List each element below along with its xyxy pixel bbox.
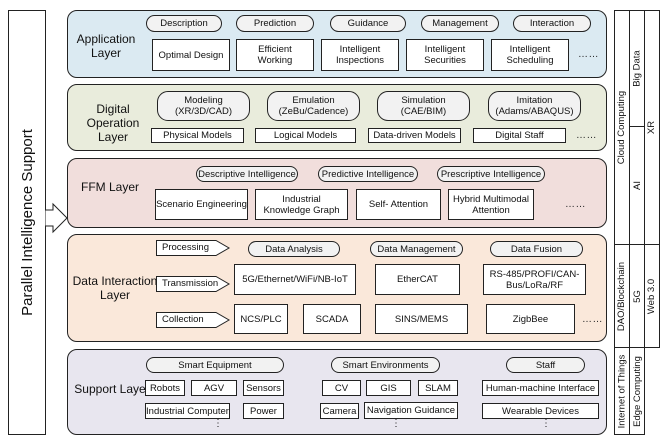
digital-operation-layer-title: Digital Operation Layer bbox=[86, 102, 140, 144]
pill-descriptive-intelligence: Descriptive Intelligence bbox=[196, 166, 298, 182]
box-scada: SCADA bbox=[303, 304, 361, 334]
right-col2-top: Big Data bbox=[629, 10, 645, 127]
box-ethercat: EtherCAT bbox=[375, 264, 460, 295]
support-group3-vdots: ⋮ bbox=[541, 418, 551, 429]
pill-management: Management bbox=[421, 15, 499, 32]
arrow-tag-icon bbox=[156, 276, 230, 292]
support-layer-title: Support Layer bbox=[74, 382, 150, 396]
box-cv: CV bbox=[322, 380, 361, 396]
pill-emulation: Emulation(ZeBu/Cadence) bbox=[267, 91, 360, 121]
support-group2-vdots: ⋮ bbox=[391, 418, 401, 429]
box-wearable-devices: Wearable Devices bbox=[482, 403, 599, 419]
5g-label: 5G bbox=[631, 289, 643, 303]
box-power: Power bbox=[243, 403, 284, 419]
box-human-machine-interface: Human-machine Interface bbox=[482, 380, 599, 396]
right-col2-upper-mid: AI bbox=[629, 126, 645, 245]
ffm-layer-title: FFM Layer bbox=[80, 180, 139, 194]
pill-predictive-intelligence: Predictive Intelligence bbox=[318, 166, 418, 182]
right-col2-bot: Edge Computing bbox=[629, 347, 645, 435]
box-industrial-computer: Industrial Computer bbox=[145, 403, 230, 419]
pill-simulation: Simulation(CAE/BIM) bbox=[377, 91, 470, 121]
box-rs485: RS-485/PROFI/CAN-Bus/LoRa/RF bbox=[483, 264, 586, 295]
box-slam: SLAM bbox=[418, 380, 458, 396]
pill-imitation: Imitation(Adams/ABAQUS) bbox=[488, 91, 581, 121]
pill-data-management: Data Management bbox=[370, 241, 463, 257]
ai-label: AI bbox=[631, 181, 643, 190]
box-gis: GIS bbox=[366, 380, 411, 396]
box-digital-staff: Digital Staff bbox=[473, 128, 566, 143]
right-col1-bot: Internet of Things bbox=[614, 347, 630, 435]
support-arrow-icon bbox=[45, 202, 68, 234]
data-interaction-ellipsis: …… bbox=[582, 314, 603, 325]
big-data-label: Big Data bbox=[631, 50, 643, 87]
stage-transmission: Transmission bbox=[156, 276, 230, 292]
pill-staff: Staff bbox=[506, 357, 585, 373]
box-zigbbee: ZigbBee bbox=[486, 304, 575, 334]
pill-prediction: Prediction bbox=[236, 15, 314, 32]
pill-data-fusion: Data Fusion bbox=[490, 241, 583, 257]
pill-modeling: Modeling(XR/3D/CAD) bbox=[157, 91, 250, 121]
xr-label: XR bbox=[646, 120, 658, 135]
stage-collection: Collection bbox=[156, 312, 230, 328]
pill-guidance: Guidance bbox=[330, 15, 406, 32]
pill-smart-environments: Smart Environments bbox=[331, 357, 440, 373]
box-scenario-engineering: Scenario Engineering bbox=[155, 189, 248, 220]
right-col1-top: Cloud Computing bbox=[614, 10, 630, 245]
pill-prescriptive-intelligence: Prescriptive Intelligence bbox=[437, 166, 545, 182]
right-col2-mid: 5G bbox=[629, 244, 645, 348]
dao-blockchain-label: DAO/Blockchain bbox=[616, 261, 628, 331]
box-5g-ethernet: 5G/Ethernet/WiFi/NB-IoT bbox=[234, 264, 356, 295]
edge-computing-label: Edge Computing bbox=[631, 355, 643, 427]
application-layer-title: Application Layer bbox=[76, 32, 136, 60]
right-col3-top: XR bbox=[644, 10, 660, 245]
box-agv: AGV bbox=[191, 380, 237, 396]
right-col1-mid: DAO/Blockchain bbox=[614, 244, 630, 348]
digital-ellipsis: …… bbox=[576, 130, 597, 141]
internet-of-things-label: Internet of Things bbox=[616, 354, 628, 428]
ffm-ellipsis: …… bbox=[565, 199, 586, 210]
box-physical-models: Physical Models bbox=[151, 128, 244, 143]
box-sensors: Sensors bbox=[243, 380, 284, 396]
pill-smart-equipment: Smart Equipment bbox=[146, 357, 284, 373]
pill-data-analysis: Data Analysis bbox=[248, 241, 340, 257]
box-self-attention: Self- Attention bbox=[356, 189, 441, 220]
parallel-intelligence-support-label: Parallel Intelligence Support bbox=[18, 129, 36, 316]
data-interaction-layer-title: Data Interaction Layer bbox=[72, 274, 158, 302]
box-logical-models: Logical Models bbox=[255, 128, 356, 143]
arrow-tag-icon bbox=[156, 240, 230, 256]
box-navigation-guidance: Navigation Guidance bbox=[364, 402, 458, 419]
box-sins-mems: SINS/MEMS bbox=[375, 304, 468, 334]
arrow-tag-icon bbox=[156, 312, 230, 328]
box-robots: Robots bbox=[145, 380, 185, 396]
box-data-driven-models: Data-driven Models bbox=[368, 128, 461, 143]
box-optimal-design: Optimal Design bbox=[152, 39, 230, 71]
cloud-computing-label: Cloud Computing bbox=[616, 90, 628, 165]
pill-interaction: Interaction bbox=[513, 15, 591, 32]
web3-label: Web 3.0 bbox=[646, 278, 658, 314]
parallel-intelligence-support-panel: Parallel Intelligence Support bbox=[8, 10, 46, 435]
pill-description: Description bbox=[146, 15, 222, 32]
box-ncs-plc: NCS/PLC bbox=[234, 304, 288, 334]
application-ellipsis: …… bbox=[578, 49, 599, 60]
support-group1-vdots: ⋮ bbox=[213, 418, 223, 429]
box-camera: Camera bbox=[320, 403, 359, 419]
right-col3-mid: Web 3.0 bbox=[644, 244, 660, 348]
stage-processing: Processing bbox=[156, 240, 230, 256]
